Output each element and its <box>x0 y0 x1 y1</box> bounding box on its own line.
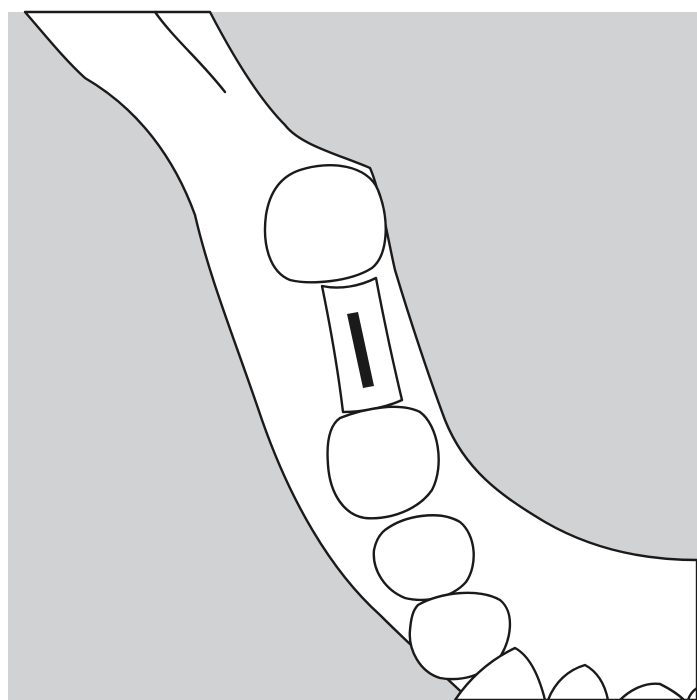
molar-tooth <box>328 407 439 518</box>
bridge-crown <box>265 165 386 282</box>
premolar-tooth <box>374 515 474 600</box>
